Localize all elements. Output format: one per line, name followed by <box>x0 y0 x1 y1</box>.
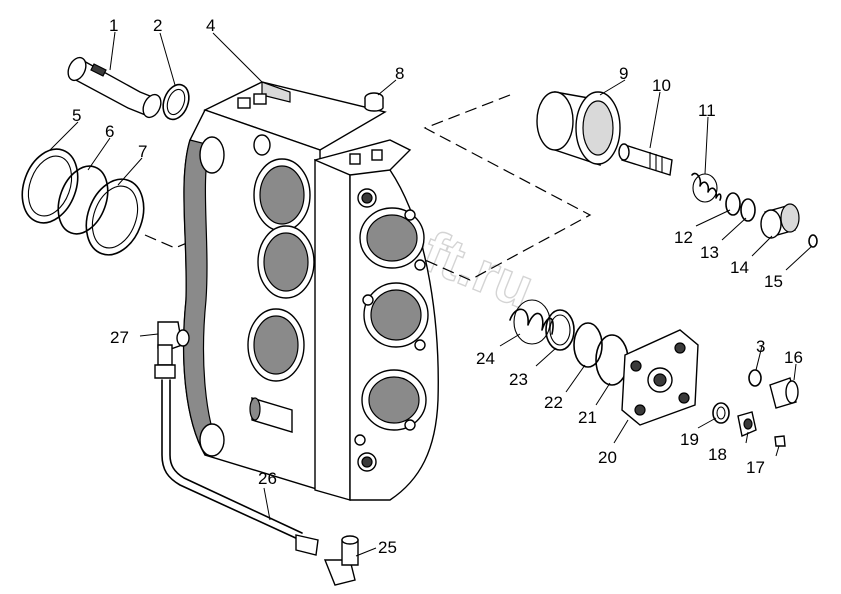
part-25-elbow <box>323 535 359 586</box>
part-27-elbow <box>157 321 190 366</box>
part-10-bolt <box>618 143 673 176</box>
callout-13: 13 <box>700 243 719 262</box>
callout-17: 17 <box>746 458 765 477</box>
part-6-ring <box>57 165 109 235</box>
callout-labels: 1 2 3 4 5 6 7 8 9 10 11 12 13 14 15 16 1… <box>72 16 803 557</box>
part-4-caliper-right-half <box>313 139 439 501</box>
part-9-piston <box>536 91 621 166</box>
callout-26: 26 <box>258 469 277 488</box>
part-23-seal <box>545 309 575 351</box>
callout-5: 5 <box>72 106 81 125</box>
part-16-screw <box>769 377 799 409</box>
callout-15: 15 <box>764 272 783 291</box>
part-20-cover <box>621 329 699 426</box>
part-17-screw <box>774 435 786 447</box>
assembly-guide-right <box>379 94 592 281</box>
callout-leaders <box>49 31 813 557</box>
callout-27: 27 <box>110 328 129 347</box>
part-4-caliper-body <box>182 81 387 491</box>
part-3-washer <box>748 369 762 387</box>
part-24-spring <box>509 299 554 345</box>
part-19-washer <box>712 402 730 424</box>
callout-12: 12 <box>674 228 693 247</box>
callout-10: 10 <box>652 76 671 95</box>
callout-1: 1 <box>109 16 118 35</box>
callout-4: 4 <box>206 16 215 35</box>
callout-22: 22 <box>544 393 563 412</box>
part-12-washer <box>725 192 741 216</box>
callout-25: 25 <box>378 538 397 557</box>
callout-9: 9 <box>619 64 628 83</box>
callout-23: 23 <box>509 370 528 389</box>
callout-6: 6 <box>105 122 114 141</box>
part-2-ring <box>162 83 190 121</box>
assembly-guide-left <box>144 194 301 249</box>
callout-21: 21 <box>578 408 597 427</box>
part-26-brake-line <box>154 364 319 556</box>
callout-14: 14 <box>730 258 749 277</box>
callout-3: 3 <box>756 337 765 356</box>
callout-19: 19 <box>680 430 699 449</box>
part-14-sleeve <box>760 203 800 239</box>
callout-7: 7 <box>138 142 147 161</box>
callout-2: 2 <box>153 16 162 35</box>
part-1-pin <box>67 56 162 119</box>
callout-16: 16 <box>784 348 803 367</box>
callout-8: 8 <box>395 64 404 83</box>
part-8-plug <box>364 92 384 112</box>
part-13-washer <box>740 198 756 222</box>
part-22-ring <box>573 322 603 368</box>
part-5-seal <box>21 148 79 224</box>
part-7-seal <box>85 178 145 256</box>
part-11-spring <box>691 172 722 203</box>
part-18-nut <box>737 411 757 437</box>
callout-20: 20 <box>598 448 617 467</box>
part-15-oring <box>808 234 818 248</box>
callout-24: 24 <box>476 349 495 368</box>
callout-18: 18 <box>708 445 727 464</box>
callout-11: 11 <box>698 101 716 120</box>
